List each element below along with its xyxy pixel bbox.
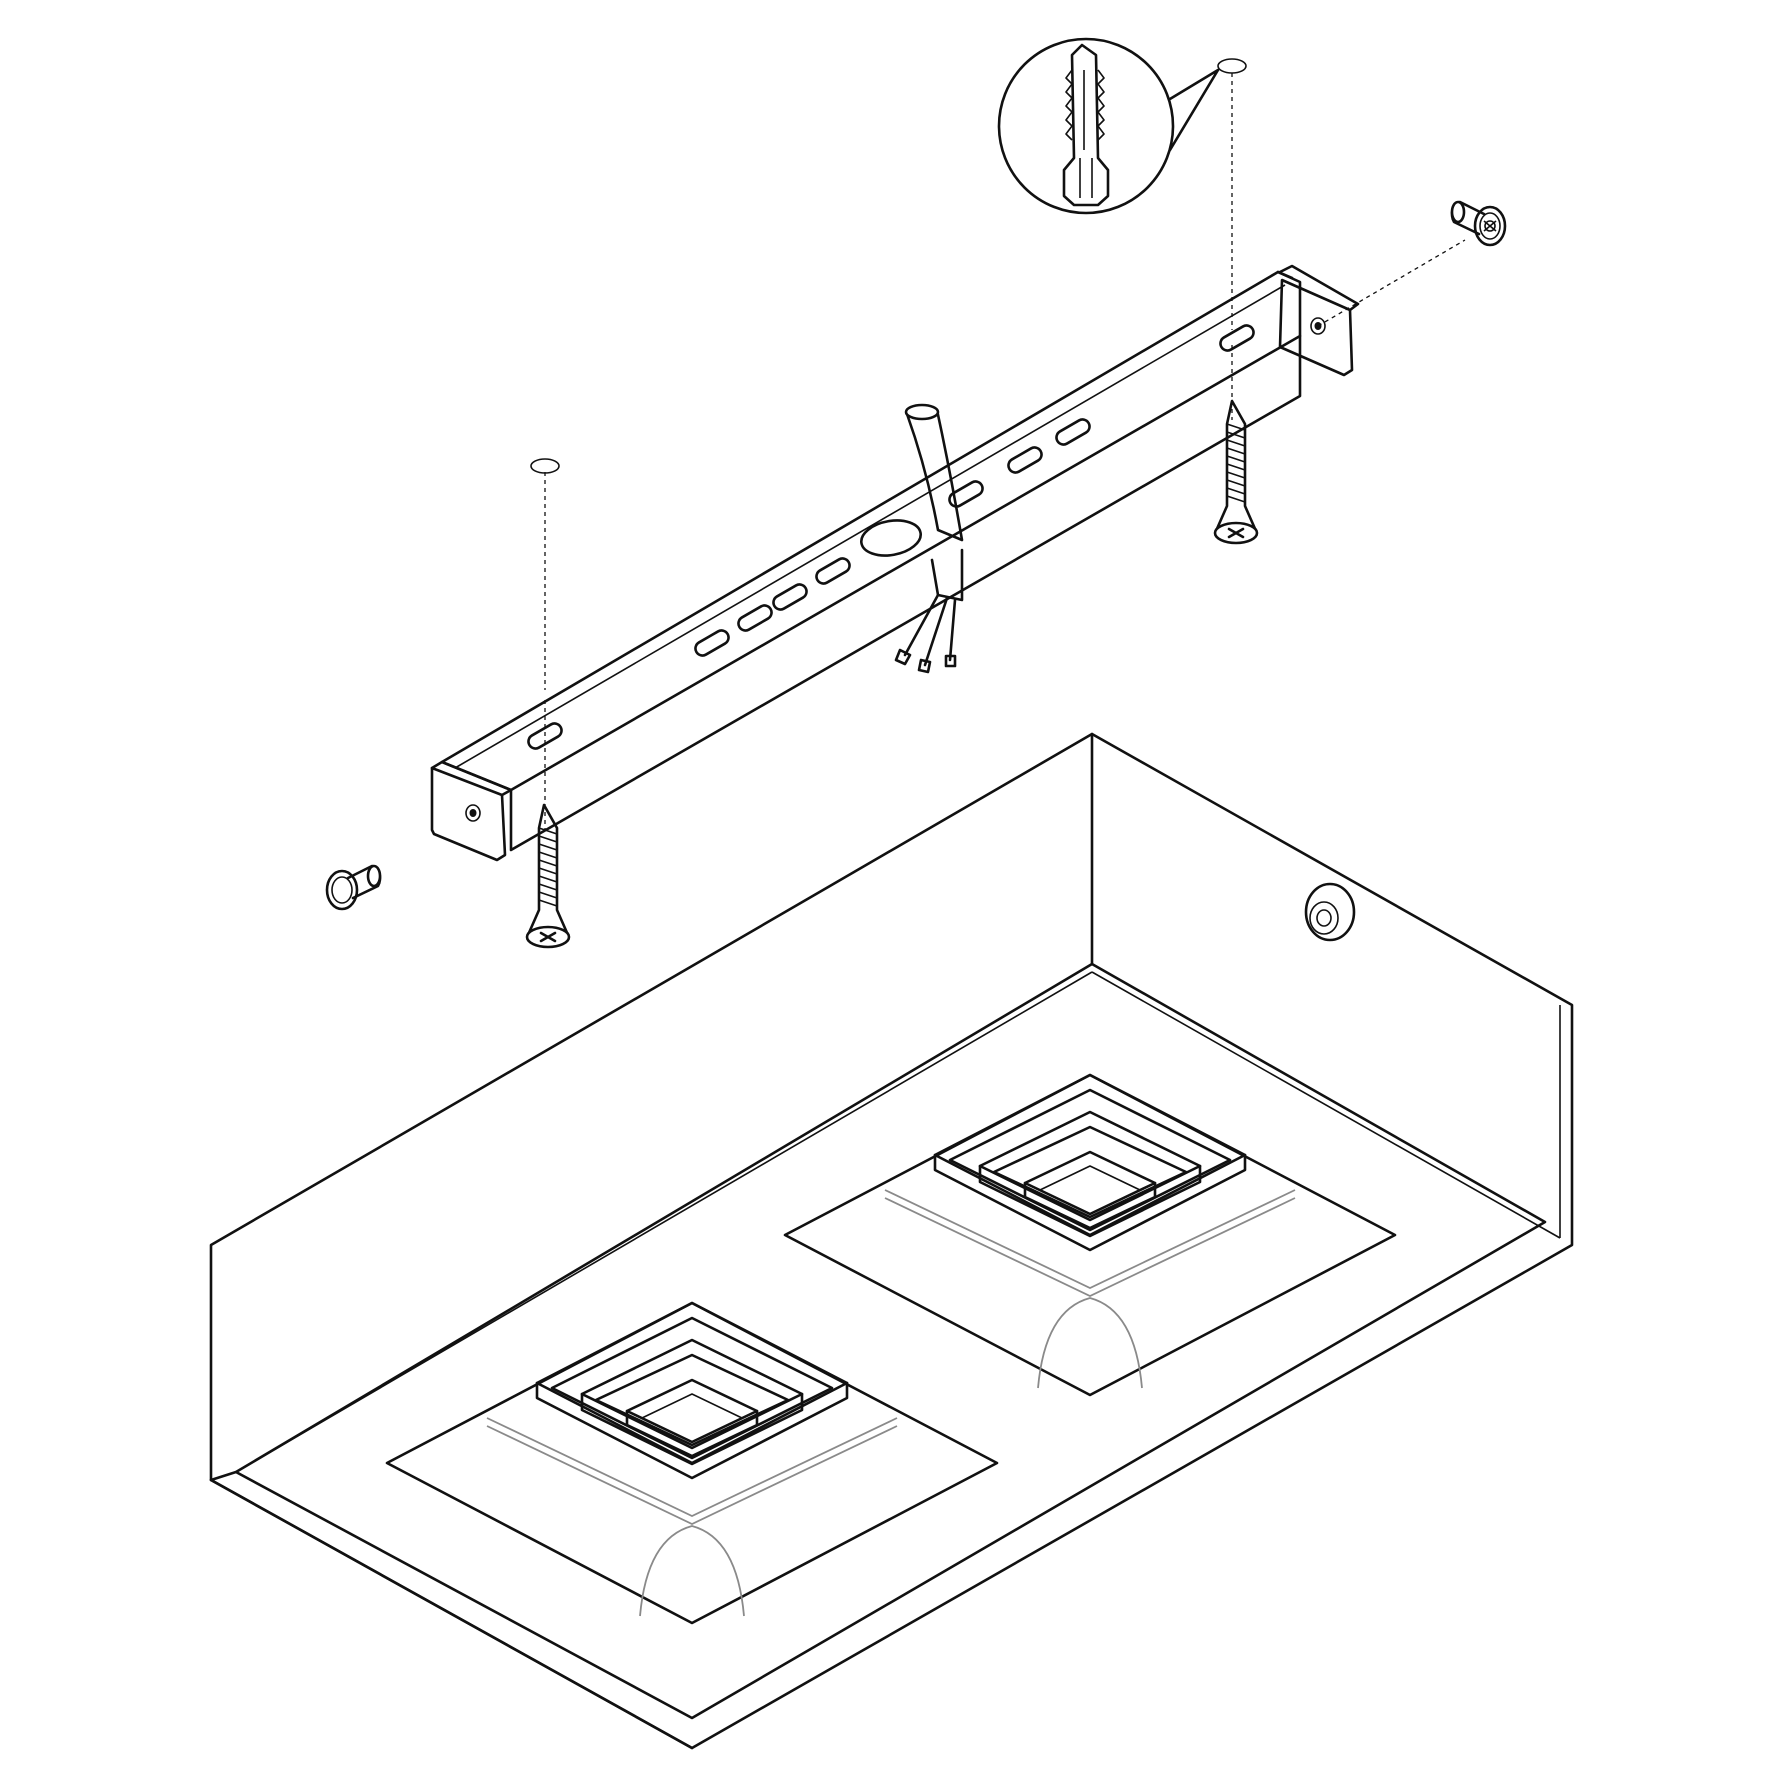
- wall-plug-detail: [997, 37, 1220, 215]
- lamp-housing: [209, 732, 1574, 1750]
- mounting-screw-right: [1213, 399, 1259, 545]
- cable-grommet: [1304, 882, 1356, 942]
- fixing-screw-left: [325, 864, 382, 911]
- drill-hole-right: [1217, 58, 1247, 74]
- wall-plug-icon: [1062, 43, 1110, 207]
- fixing-screw-right: [1317, 200, 1507, 327]
- drill-hole-left: [530, 458, 560, 474]
- power-cable: [894, 403, 964, 674]
- square-led-module-rear: [783, 1073, 1397, 1397]
- mounting-screw-left: [525, 803, 571, 949]
- mounting-bracket: [430, 264, 1360, 862]
- square-led-module-front: [385, 1301, 999, 1625]
